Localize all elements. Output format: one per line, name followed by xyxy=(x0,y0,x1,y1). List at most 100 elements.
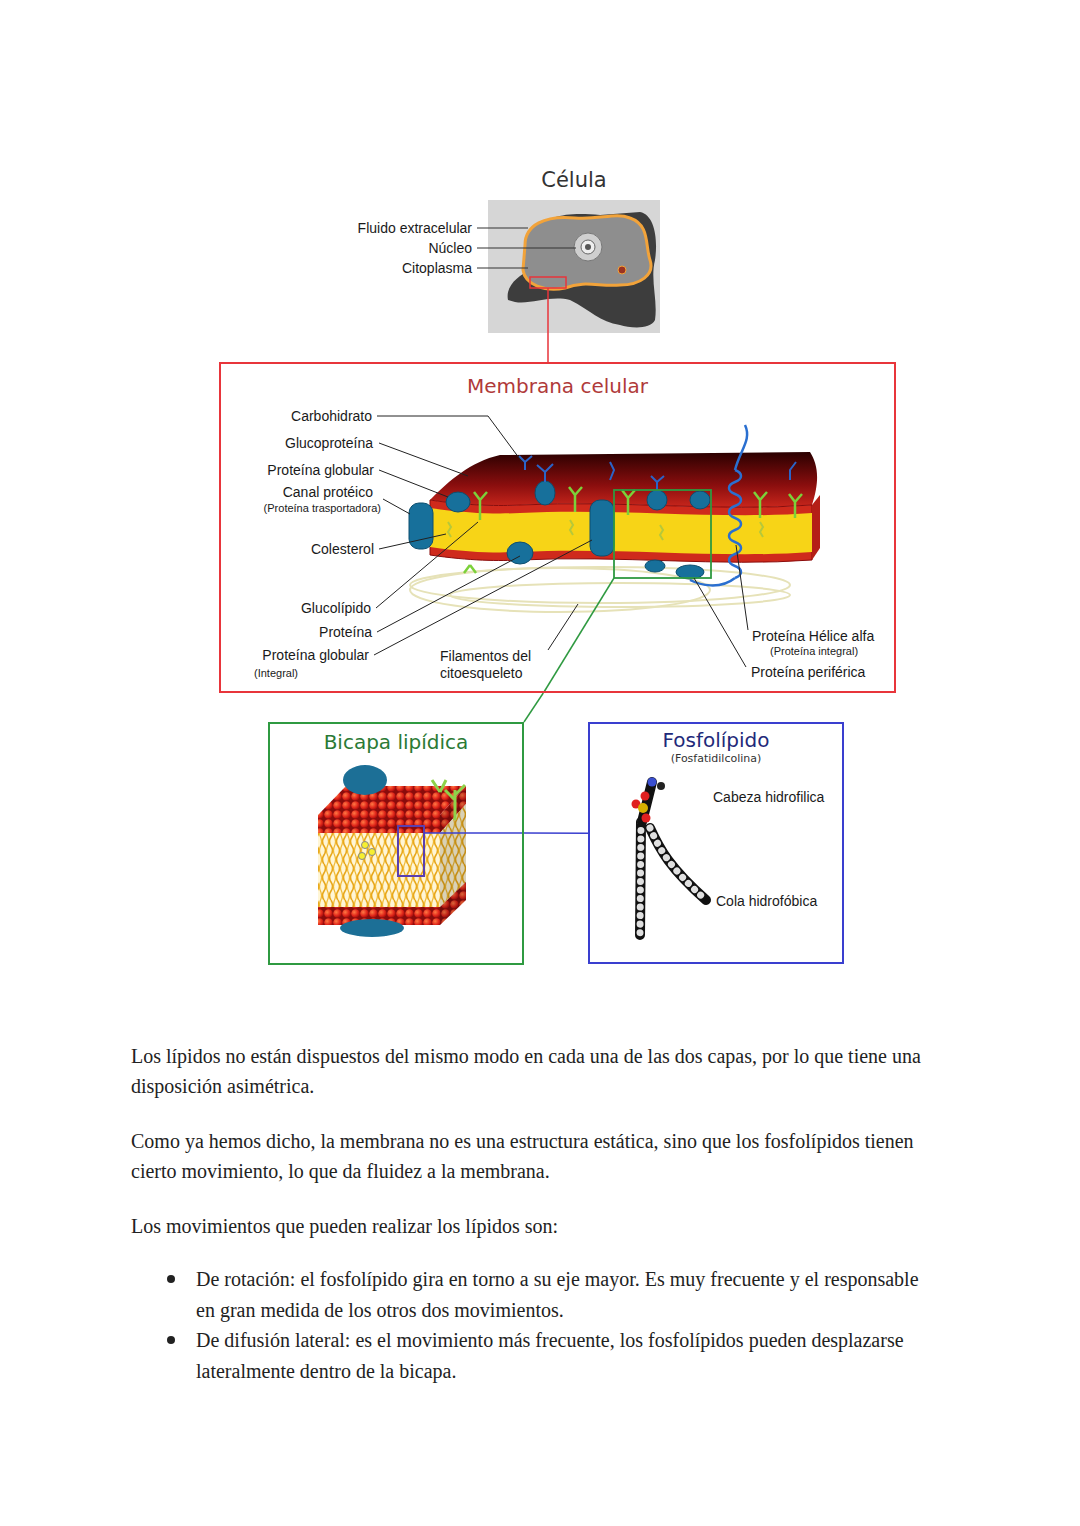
bilayer-illustration xyxy=(340,919,404,937)
leader-line xyxy=(379,443,468,476)
phospholipid-illustration xyxy=(640,822,641,935)
alpha-helix-protein xyxy=(735,425,747,470)
bilayer-illustration xyxy=(362,842,369,849)
protein xyxy=(590,500,614,556)
bilayer-illustration xyxy=(343,765,387,795)
panel-title: Célula xyxy=(541,168,606,193)
molecule-part-label: Cola hidrofóbica xyxy=(716,892,817,910)
leader-line xyxy=(694,578,746,667)
bilayer-illustration xyxy=(359,853,366,860)
membrane-part-label: Filamentos del citoesqueleto xyxy=(440,648,552,682)
cholesterol xyxy=(570,520,573,535)
glycolipid xyxy=(464,487,802,573)
bilayer-illustration xyxy=(369,849,376,856)
leader-line xyxy=(477,248,576,249)
carbohydrate-chain xyxy=(790,462,796,480)
bilayer-illustration xyxy=(424,832,523,834)
phospholipid-illustration xyxy=(642,782,652,822)
membrane-part-note: (Proteína trasportadora) xyxy=(264,501,381,515)
glycolipid xyxy=(474,492,487,520)
leader-line xyxy=(379,470,448,497)
panel-title: Bicapa lipídica xyxy=(324,730,469,754)
leader-line xyxy=(374,540,592,655)
membrane-part-label: Proteína xyxy=(319,623,372,641)
carbohydrate-chain xyxy=(537,464,553,482)
cell-part-label: Citoplasma xyxy=(402,259,472,277)
cell-illustration xyxy=(585,244,591,250)
leader-line xyxy=(376,522,478,608)
bilayer-illustration xyxy=(398,826,424,876)
bilayer-illustration xyxy=(432,780,465,820)
protein xyxy=(676,565,704,579)
protein xyxy=(645,560,665,572)
membrane-part-label: Proteína periférica xyxy=(751,663,865,681)
body-paragraph: Como ya hemos dicho, la membrana no es u… xyxy=(131,1126,961,1186)
phospholipid-illustration xyxy=(650,828,706,900)
glycolipid xyxy=(754,492,767,518)
glycolipid xyxy=(464,565,476,573)
cell-illustration xyxy=(581,240,595,254)
membrane-illustration xyxy=(430,500,812,562)
cholesterol xyxy=(448,522,451,537)
zoom-connector xyxy=(547,333,549,362)
cell-part-label: Fluido extracelular xyxy=(358,219,472,237)
phospholipid-panel: Fosfolípido(Fosfatidilcolina) xyxy=(588,722,844,964)
phospholipid-illustration xyxy=(642,814,651,823)
bilayer-illustration xyxy=(318,815,440,833)
membrane-part-label: Proteína globular xyxy=(262,646,369,664)
leader-line xyxy=(377,556,520,632)
membrane-part-label: Glucoproteína xyxy=(285,434,373,452)
body-paragraph: Los movimientos que pueden realizar los … xyxy=(131,1211,961,1241)
phospholipid-illustration xyxy=(650,828,706,900)
membrane-illustration xyxy=(544,578,614,692)
glycolipid xyxy=(789,494,802,518)
cell-illustration xyxy=(488,200,660,333)
bilayer-panel: Bicapa lipídica xyxy=(268,722,524,965)
protein xyxy=(535,481,555,505)
membrane-illustration xyxy=(430,508,812,554)
leader-line xyxy=(736,545,748,630)
cell-illustration xyxy=(530,277,566,288)
leader-line xyxy=(383,499,410,514)
cell-illustration xyxy=(508,212,656,327)
glycolipid xyxy=(569,487,582,512)
cell-illustration xyxy=(574,233,602,261)
membrane-part-label: Glucolípido xyxy=(301,599,371,617)
leader-line xyxy=(379,534,446,549)
leader-line xyxy=(374,416,748,667)
bilayer-illustration xyxy=(318,786,466,815)
membrane-part-label: Carbohidrato xyxy=(291,407,372,425)
cell-illustration xyxy=(523,216,651,289)
molecule-part-label: Cabeza hidrofilica xyxy=(713,788,824,806)
alpha-helix-protein xyxy=(729,470,741,578)
bilayer-illustration xyxy=(440,786,466,925)
panel-title: Fosfolípido xyxy=(662,728,769,752)
phospholipid-illustration xyxy=(657,782,665,790)
membrane-part-label: Colesterol xyxy=(311,540,374,558)
bilayer-illustration xyxy=(318,833,440,907)
protein xyxy=(409,503,433,549)
bullet-dot xyxy=(167,1275,175,1283)
zoom-connector xyxy=(524,693,543,722)
phospholipid-illustration xyxy=(640,822,641,935)
bullet-item: De difusión lateral: es el movimiento má… xyxy=(196,1325,926,1387)
zoom-connector xyxy=(524,832,588,834)
leader-line xyxy=(477,228,576,268)
leader-line xyxy=(548,604,578,650)
cell-illustration xyxy=(488,200,660,333)
panel-subtitle: (Fosfatidilcolina) xyxy=(671,752,762,765)
cytoskeleton-filament xyxy=(410,567,790,612)
cell-panel: Célula xyxy=(488,165,660,333)
phospholipid-illustration xyxy=(648,778,657,787)
glycolipid xyxy=(622,490,635,515)
leader-line xyxy=(377,416,522,462)
protein xyxy=(690,491,710,509)
carbohydrate-chain xyxy=(610,462,614,480)
membrane-part-label: Canal protéico xyxy=(283,483,373,501)
membrane-illustration xyxy=(614,490,711,578)
cell-illustration xyxy=(618,266,626,274)
cytoskeleton-filament xyxy=(450,583,790,607)
